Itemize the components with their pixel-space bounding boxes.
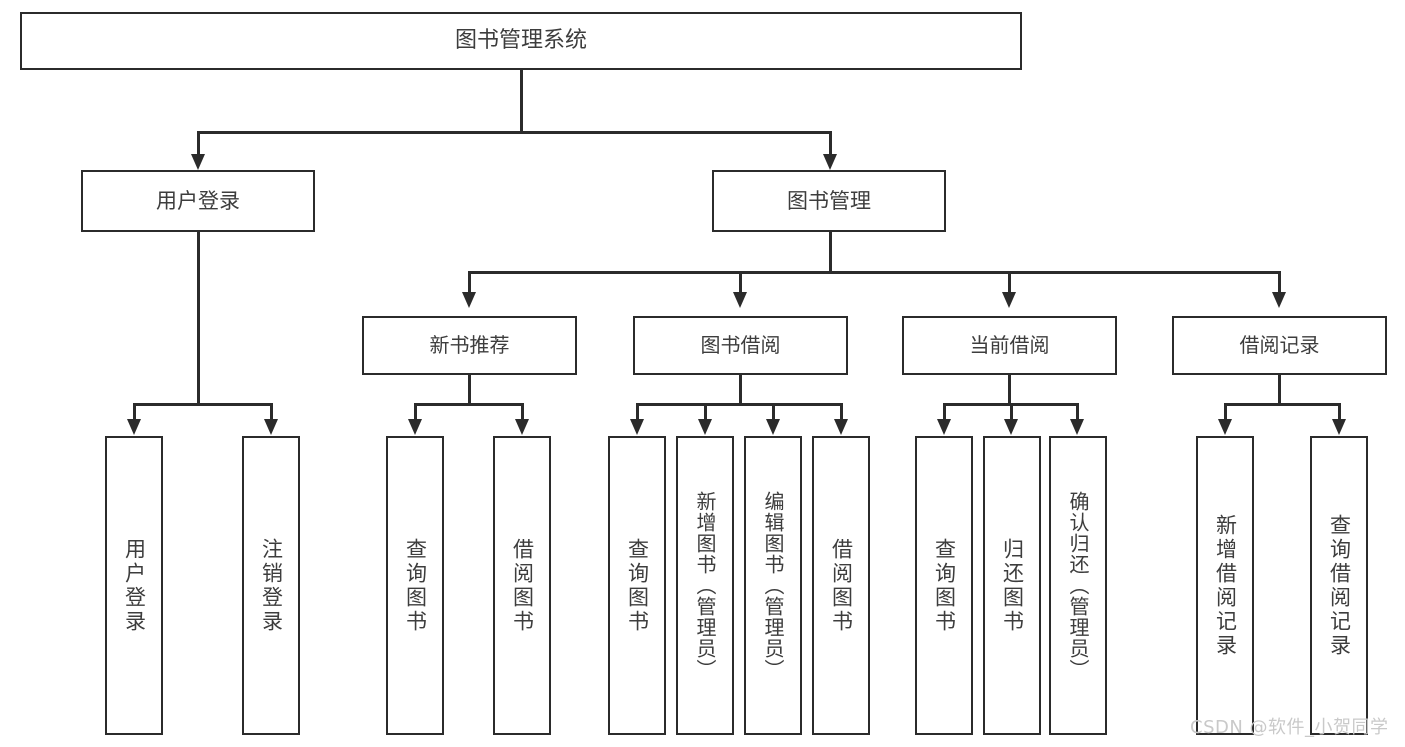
connector-new-book-stem [468,375,471,405]
csdn-watermark: CSDN @软件_小贺同学 [1190,717,1389,738]
node-label: 确认归还（管理员） [1066,491,1090,680]
node-book-manage[interactable]: 图书管理 [712,170,946,232]
leaf-query-book-recommend[interactable]: 查询图书 [386,436,444,735]
arrowhead-book-borrow-leaf1 [630,419,644,435]
leaf-user-login[interactable]: 用户登录 [105,436,163,735]
leaf-query-borrow-record[interactable]: 查询借阅记录 [1310,436,1368,735]
connector-user-login-leaf2 [270,403,273,420]
connector-book-borrow-leaf2 [704,403,707,420]
leaf-edit-book-admin[interactable]: 编辑图书（管理员） [744,436,802,735]
node-label: 图书管理 [787,188,871,213]
leaf-query-book-current[interactable]: 查询图书 [915,436,973,735]
arrowhead-current-borrow [1002,292,1016,308]
connector-new-book-bar [414,403,524,406]
arrowhead-book-borrow-leaf3 [766,419,780,435]
node-label: 查询图书 [932,537,957,634]
node-label: 查询图书 [403,537,428,634]
connector-book-manage-bar [468,271,1280,274]
arrowhead-new-book-leaf2 [515,419,529,435]
node-label: 借阅图书 [510,537,535,634]
arrowhead-current-borrow-leaf2 [1004,419,1018,435]
leaf-add-book-admin[interactable]: 新增图书（管理员） [676,436,734,735]
leaf-query-book-borrow[interactable]: 查询图书 [608,436,666,735]
connector-root-to-book-manage [829,131,832,156]
leaf-add-borrow-record[interactable]: 新增借阅记录 [1196,436,1254,735]
node-label: 图书管理系统 [454,28,587,54]
leaf-logout[interactable]: 注销登录 [242,436,300,735]
leaf-return-book[interactable]: 归还图书 [983,436,1041,735]
node-label: 新书推荐 [429,333,510,357]
arrowhead-current-borrow-leaf3 [1070,419,1084,435]
node-label: 图书借阅 [700,333,781,357]
node-label: 借阅图书 [829,537,854,634]
connector-borrow-record-stem [1278,375,1281,405]
connector-borrow-record-leaf2 [1338,403,1341,420]
connector-to-borrow-record [1278,271,1281,293]
node-label: 新增借阅记录 [1213,513,1238,658]
connector-to-new-book [468,271,471,293]
leaf-confirm-return-admin[interactable]: 确认归还（管理员） [1049,436,1107,735]
arrowhead-user-login-leaf1 [127,419,141,435]
connector-user-login-stem [197,232,200,405]
node-label: 当前借阅 [969,333,1050,357]
connector-user-login-leaf1 [133,403,136,420]
arrowhead-current-borrow-leaf1 [937,419,951,435]
arrowhead-book-manage [823,154,837,170]
node-label: 用户登录 [156,188,240,213]
node-borrow-record[interactable]: 借阅记录 [1172,316,1387,375]
connector-to-book-borrow [739,271,742,293]
leaf-borrow-book-recommend[interactable]: 借阅图书 [493,436,551,735]
arrowhead-new-book-leaf1 [408,419,422,435]
connector-book-borrow-leaf3 [772,403,775,420]
node-label: 编辑图书（管理员） [761,491,785,680]
connector-current-borrow-leaf3 [1076,403,1079,420]
connector-root-stem [520,70,523,133]
node-new-book-recommend[interactable]: 新书推荐 [362,316,577,375]
connector-root-bar [197,131,831,134]
node-label: 注销登录 [259,537,284,634]
connector-current-borrow-leaf1 [943,403,946,420]
connector-current-borrow-stem [1008,375,1011,405]
connector-book-borrow-stem [739,375,742,405]
connector-user-login-bar [133,403,270,406]
arrowhead-book-borrow [733,292,747,308]
connector-borrow-record-leaf1 [1224,403,1227,420]
connector-to-current-borrow [1008,271,1011,293]
connector-new-book-leaf2 [521,403,524,420]
connector-root-to-user-login [197,131,200,156]
arrowhead-book-borrow-leaf4 [834,419,848,435]
connector-book-borrow-leaf1 [636,403,639,420]
arrowhead-borrow-record [1272,292,1286,308]
node-book-borrow[interactable]: 图书借阅 [633,316,848,375]
arrowhead-book-borrow-leaf2 [698,419,712,435]
node-label: 归还图书 [1000,537,1025,634]
node-label: 用户登录 [122,537,147,634]
leaf-borrow-book[interactable]: 借阅图书 [812,436,870,735]
connector-book-borrow-leaf4 [840,403,843,420]
node-label: 新增图书（管理员） [693,491,717,680]
node-label: 借阅记录 [1239,333,1320,357]
node-label: 查询借阅记录 [1327,513,1352,658]
arrowhead-user-login [191,154,205,170]
connector-new-book-leaf1 [414,403,417,420]
arrowhead-borrow-record-leaf1 [1218,419,1232,435]
arrowhead-borrow-record-leaf2 [1332,419,1346,435]
connector-current-borrow-leaf2 [1010,403,1013,420]
node-user-login[interactable]: 用户登录 [81,170,315,232]
connector-borrow-record-bar [1224,403,1340,406]
node-current-borrow[interactable]: 当前借阅 [902,316,1117,375]
node-label: 查询图书 [625,537,650,634]
arrowhead-new-book [462,292,476,308]
arrowhead-user-login-leaf2 [264,419,278,435]
connector-book-manage-stem [829,232,832,273]
connector-book-borrow-bar [636,403,843,406]
node-root-system[interactable]: 图书管理系统 [20,12,1022,70]
